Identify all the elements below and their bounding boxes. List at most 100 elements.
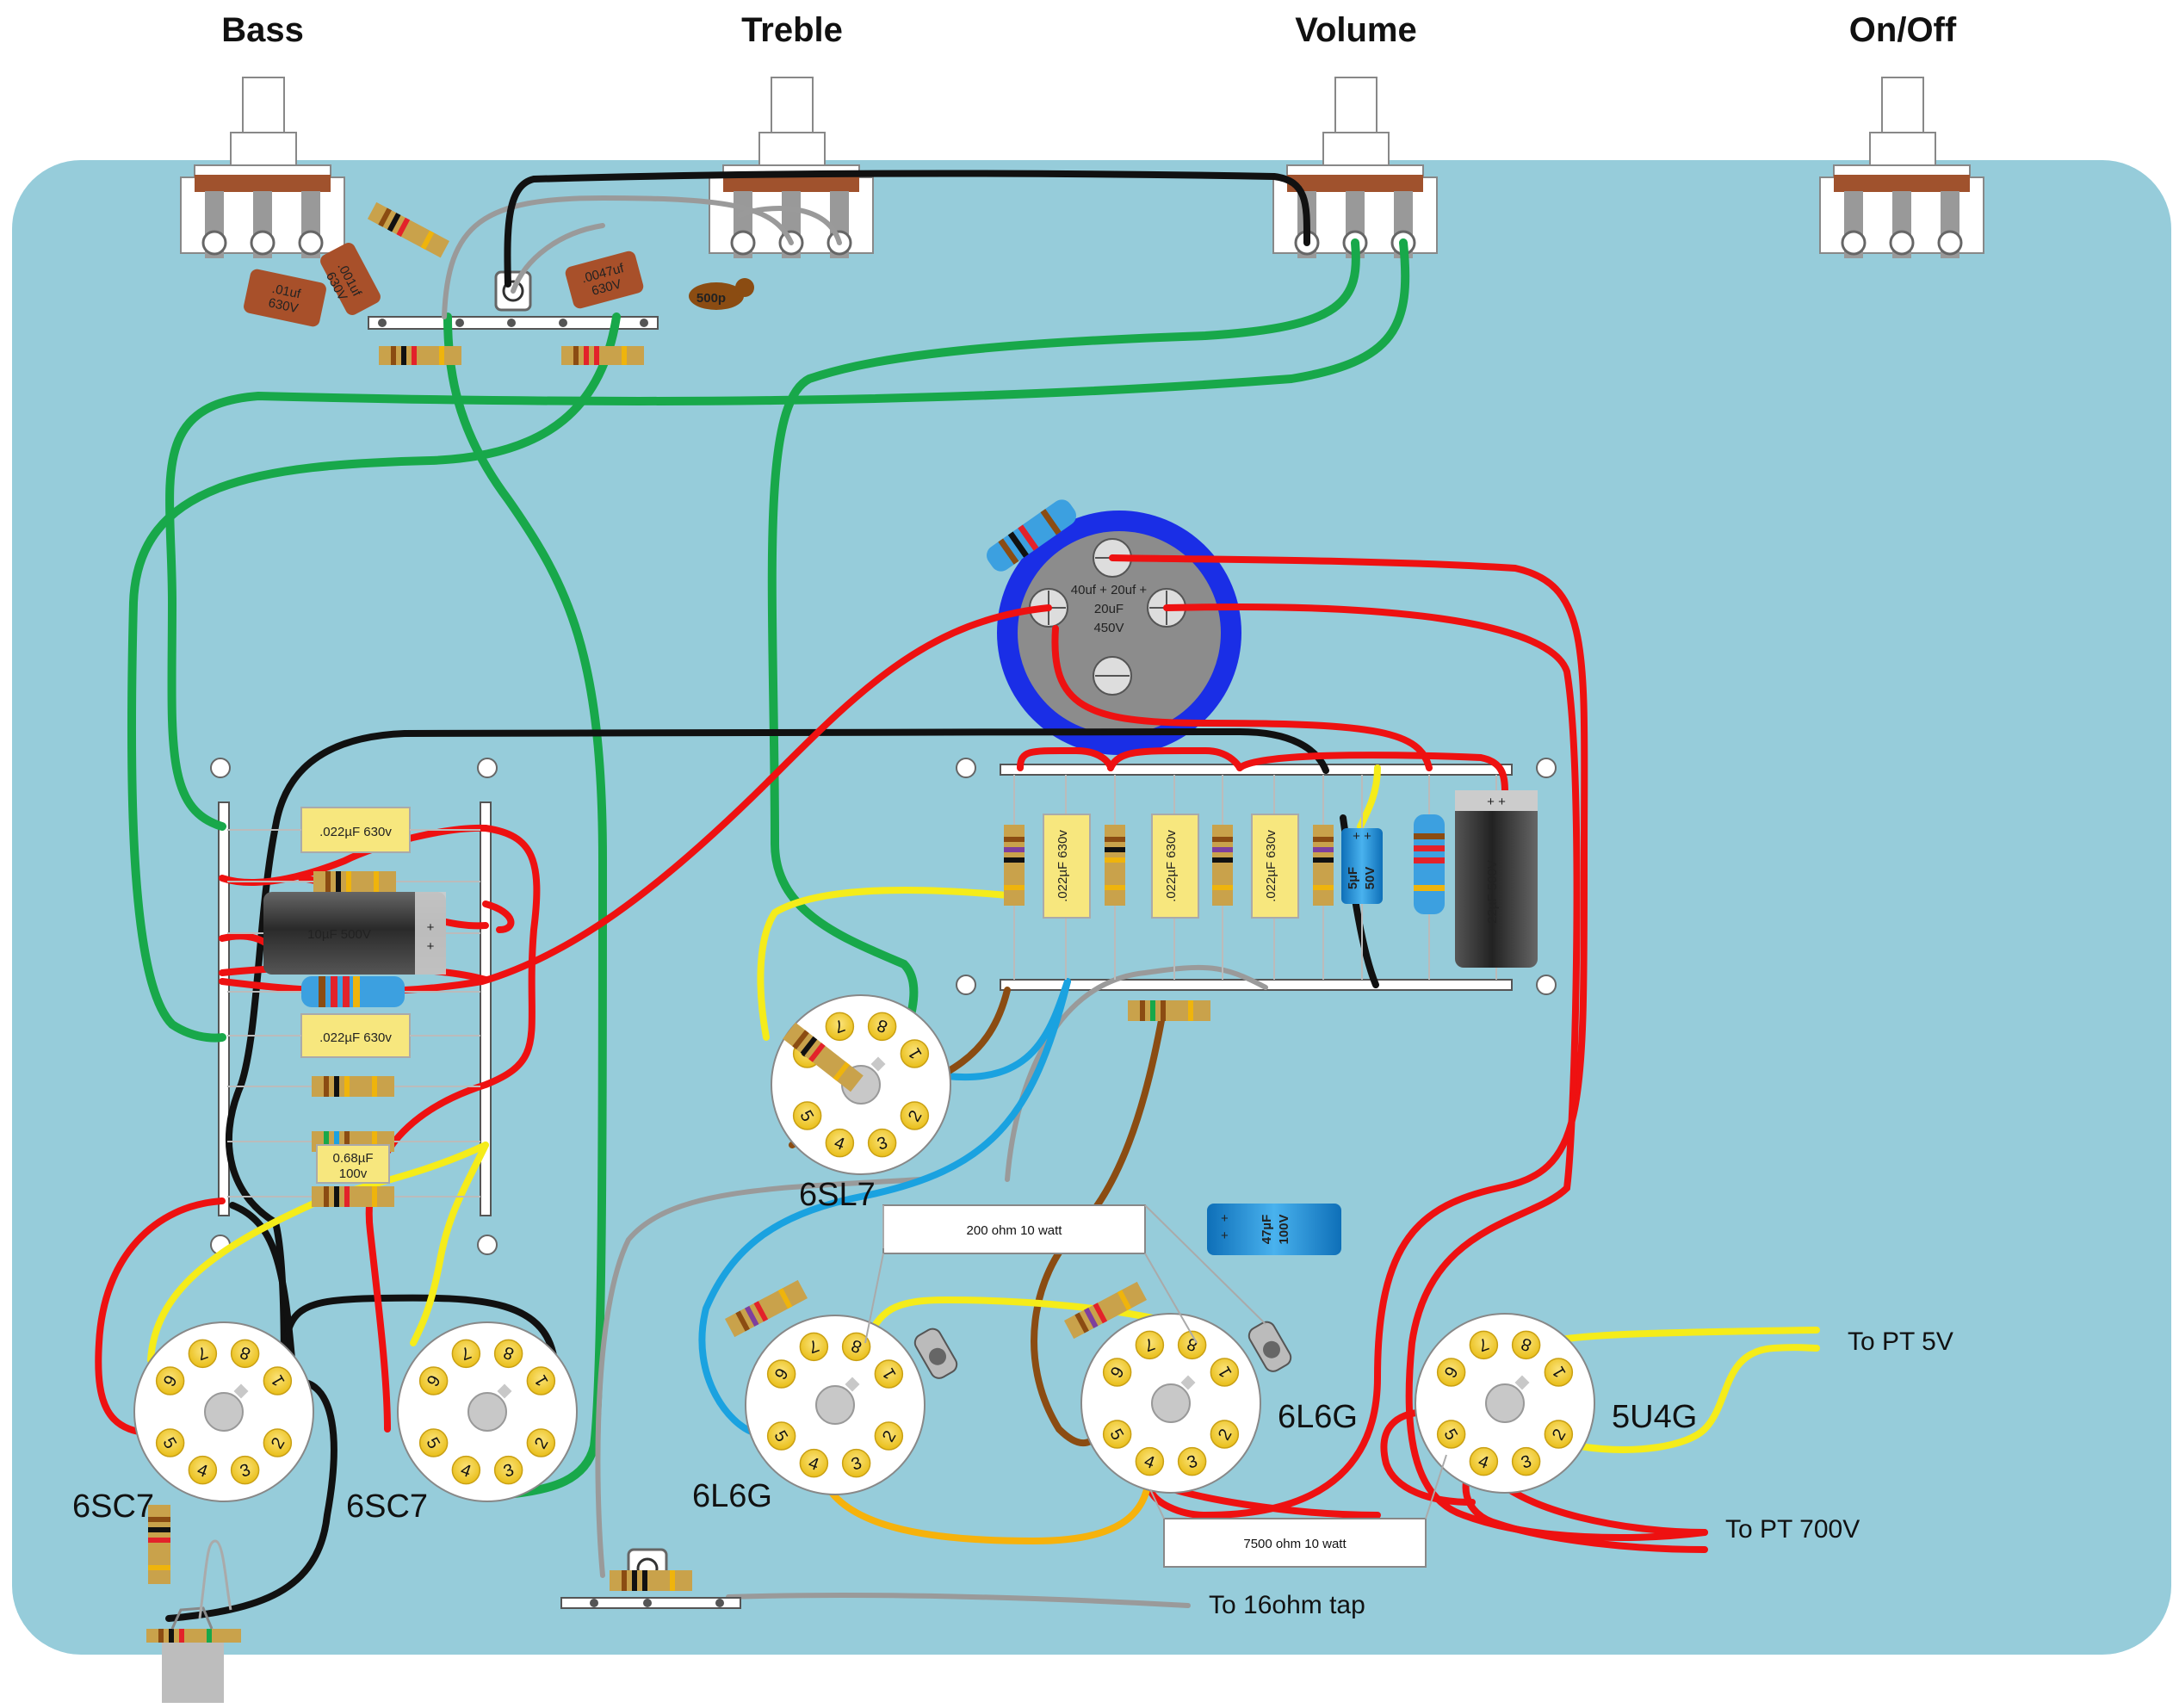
left-board-leads — [227, 829, 480, 1197]
right-electrolytic-big-text: 22µF 500V — [1485, 860, 1500, 924]
right-resistor-1 — [1004, 825, 1025, 906]
tube-label-4: 6L6G — [692, 1478, 772, 1514]
grey-wires — [442, 195, 1268, 1608]
left-resistor-1 — [313, 871, 396, 892]
socket-pin — [825, 1012, 855, 1042]
volume-pot — [1272, 77, 1438, 258]
socket-pin — [900, 1101, 930, 1130]
socket-pin — [451, 1455, 481, 1485]
socket-pin — [792, 1101, 822, 1130]
cathode-cap-plus-1: + — [1221, 1211, 1229, 1226]
socket-pin — [1210, 1358, 1240, 1387]
6l6-1-grid-resistor — [724, 1279, 808, 1338]
socket-hub — [467, 1392, 507, 1432]
tone-cap-small-text: 500p — [696, 291, 726, 306]
right-board-leads — [1013, 775, 1497, 980]
socket-pin — [155, 1428, 185, 1457]
socket-pin — [1436, 1358, 1466, 1387]
socket-pin — [799, 1448, 829, 1478]
socket-pin — [1177, 1330, 1207, 1360]
filter-resistor — [987, 499, 1076, 572]
socket-pin — [841, 1448, 871, 1478]
socket-pin — [1102, 1358, 1132, 1387]
left-cap-1: .022µF 630v — [300, 807, 411, 853]
tone-cap-mid: .001uf630V — [320, 243, 381, 315]
onoff-switch — [1819, 77, 1984, 258]
socket-pin — [867, 1128, 897, 1158]
filter-can-text-2: 20uF — [1094, 602, 1124, 616]
socket-pin — [1544, 1420, 1574, 1449]
socket-key — [1514, 1375, 1530, 1390]
tone-resistor-2 — [561, 346, 644, 365]
socket-pin — [188, 1455, 218, 1485]
socket-pin — [1210, 1420, 1240, 1449]
right-resistor-5 — [1414, 814, 1445, 914]
socket-key — [845, 1377, 860, 1392]
right-electrolytic-small-plus: + + — [1353, 829, 1371, 844]
cathode-cap: + + 47µF 100V — [1207, 1204, 1341, 1255]
socket-key — [870, 1056, 886, 1072]
right-cap-1-text: .022µF 630v — [1056, 830, 1070, 902]
volume-label: Volume — [1295, 11, 1417, 49]
socket-pin — [900, 1039, 930, 1068]
socket-pin — [874, 1359, 904, 1389]
right-cap-2: .022µF 630v — [1151, 814, 1199, 919]
tube-label-6: 5U4G — [1612, 1399, 1697, 1435]
left-cap-1-text: .022µF 630v — [319, 825, 392, 839]
left-resistor-3 — [312, 1076, 394, 1097]
socket-pin — [867, 1012, 897, 1042]
socket-pin — [263, 1366, 293, 1395]
socket-pin — [1436, 1420, 1466, 1449]
left-resistor-5 — [312, 1186, 394, 1207]
treble-pot — [709, 77, 874, 258]
left-electrolytic: 10µF 500V + + — [263, 892, 446, 975]
cathode-cap-text-2: 100V — [1277, 1214, 1291, 1244]
tube-label-2: 6SC7 — [346, 1488, 428, 1525]
tone-resistor-3 — [367, 201, 450, 258]
socket-pin — [1544, 1358, 1574, 1387]
socket-pin — [825, 1128, 855, 1158]
socket-pin — [155, 1366, 185, 1395]
orange-wire — [819, 1473, 1153, 1545]
socket-pin — [1469, 1330, 1499, 1360]
treble-label: Treble — [741, 11, 843, 49]
left-cap-3-text-1: 0.68µF — [333, 1151, 374, 1166]
right-cap-3: .022µF 630v — [1251, 814, 1299, 919]
lug-2 — [1247, 1321, 1292, 1372]
resistor-box-leads — [864, 1204, 1447, 1519]
tone-cap-bass-text: .01uf630V — [267, 282, 302, 317]
left-electrolytic-text: 10µF 500V — [307, 927, 371, 942]
socket-pin — [1511, 1330, 1541, 1360]
socket-hub — [204, 1392, 244, 1432]
tone-resistor-1 — [379, 346, 461, 365]
socket-hub — [1151, 1383, 1191, 1423]
socket-hub — [1485, 1383, 1525, 1423]
screen-resistor-text: 200 ohm 10 watt — [967, 1223, 1063, 1238]
plate-resistor-text: 7500 ohm 10 watt — [1243, 1537, 1347, 1551]
socket-pin — [230, 1455, 260, 1485]
socket-pin — [1135, 1446, 1165, 1476]
right-resistor-4 — [1313, 825, 1334, 906]
right-cap-3-text: .022µF 630v — [1264, 830, 1278, 902]
6sl7-resistor — [783, 1022, 864, 1092]
chassis — [12, 160, 2171, 1655]
socket-pin — [766, 1421, 796, 1451]
socket-hub — [815, 1385, 855, 1425]
tube-label-5: 6L6G — [1278, 1399, 1358, 1435]
green-wires — [127, 238, 1410, 1498]
socket-pin — [526, 1428, 556, 1457]
socket-pin — [418, 1428, 449, 1457]
left-electrolytic-plus-1: + — [427, 920, 435, 935]
left-cap-2-text: .022µF 630v — [319, 1030, 392, 1045]
left-resistor-2 — [301, 976, 405, 1007]
socket-key — [1180, 1375, 1196, 1390]
tone-cap-bass: .01uf630V — [244, 269, 326, 327]
filter-can-text-1: 40uf + 20uf + — [1071, 583, 1148, 597]
cathode-cap-text-1: 47µF — [1260, 1215, 1274, 1245]
right-resistor-2 — [1105, 825, 1125, 906]
screen-resistor-box: 200 ohm 10 watt — [882, 1204, 1146, 1254]
